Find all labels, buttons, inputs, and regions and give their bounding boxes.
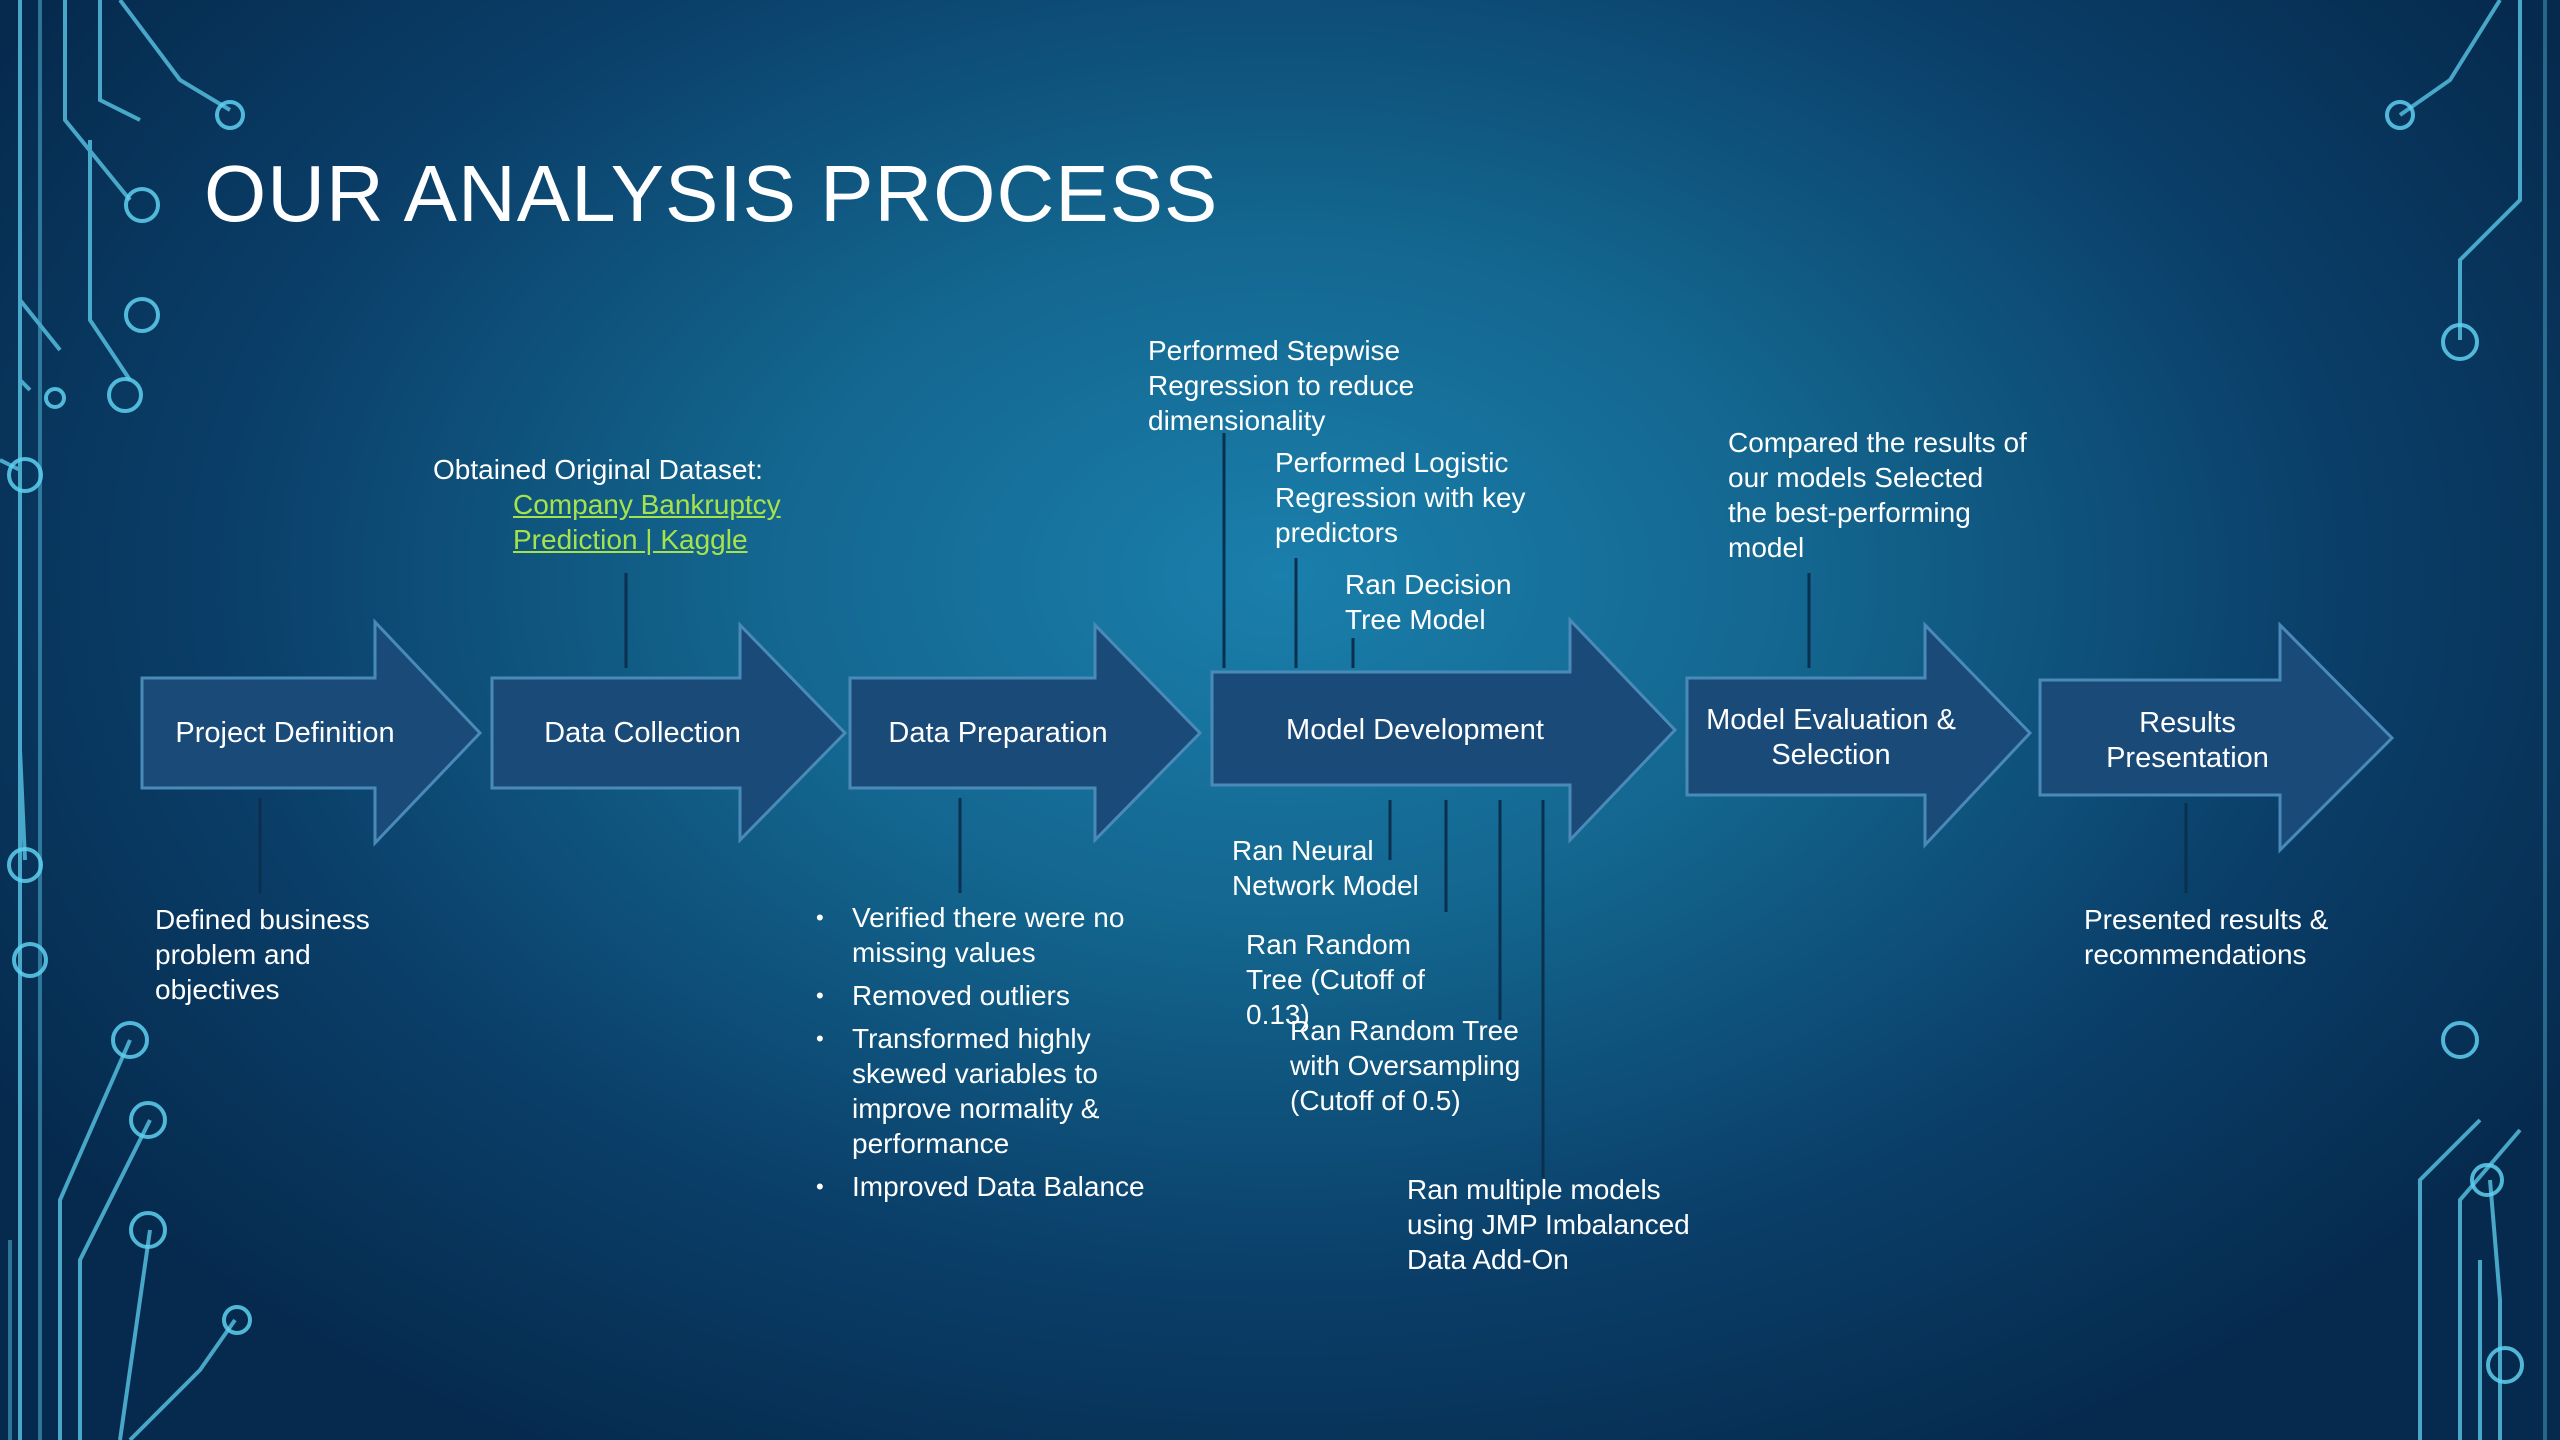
list-item: Verified there were no missing values	[816, 900, 1180, 970]
arrow-data-preparation	[848, 621, 1203, 844]
note-random-tree: Ran Random Tree (Cutoff of 0.13)	[1246, 929, 1425, 1030]
note-random-tree-oversampling: Ran Random Tree with Oversampling (Cutof…	[1290, 1015, 1521, 1116]
step-label-model-development: Model Development	[1286, 713, 1544, 746]
slide-title: OUR ANALYSIS PROCESS	[204, 149, 1219, 238]
note-data-collection-intro: Obtained Original Dataset:	[433, 454, 763, 485]
arrow-data-collection	[490, 621, 848, 844]
data-preparation-list: Verified there were no missing values Re…	[816, 900, 1180, 1212]
note-logistic-regression: Performed Logistic Regression with key p…	[1275, 447, 1526, 548]
note-neural-network: Ran Neural Network Model	[1232, 835, 1419, 901]
kaggle-dataset-link[interactable]: Company Bankruptcy	[513, 489, 781, 520]
list-item: Transformed highly skewed variables to i…	[816, 1021, 1180, 1161]
list-item: Improved Data Balance	[816, 1169, 1180, 1204]
step-label-model-evaluation: Model Evaluation & Selection	[1706, 703, 1956, 771]
note-jmp-imbalanced: Ran multiple models using JMP Imbalanced…	[1407, 1174, 1690, 1275]
list-item: Removed outliers	[816, 978, 1180, 1013]
note-project-definition: Defined business problem and objectives	[155, 904, 370, 1005]
arrow-results-presentation	[2038, 621, 2395, 854]
arrow-project-definition	[140, 618, 483, 847]
step-label-results-presentation: Results Presentation	[2106, 706, 2269, 774]
note-decision-tree: Ran Decision Tree Model	[1345, 569, 1512, 635]
step-label-data-preparation: Data Preparation	[888, 716, 1108, 749]
arrow-model-development	[1210, 616, 1678, 844]
step-label-data-collection: Data Collection	[544, 716, 741, 749]
note-results-presentation: Presented results & recommendations	[2084, 904, 2329, 970]
note-stepwise-regression: Performed Stepwise Regression to reduce …	[1148, 335, 1415, 436]
note-data-collection: Obtained Original Dataset: Company Bankr…	[433, 452, 813, 557]
arrow-model-evaluation	[1685, 621, 2033, 849]
kaggle-dataset-link-line2[interactable]: Prediction | Kaggle	[513, 524, 748, 555]
step-label-project-definition: Project Definition	[175, 716, 395, 749]
note-model-evaluation: Compared the results of our models Selec…	[1728, 427, 2027, 563]
